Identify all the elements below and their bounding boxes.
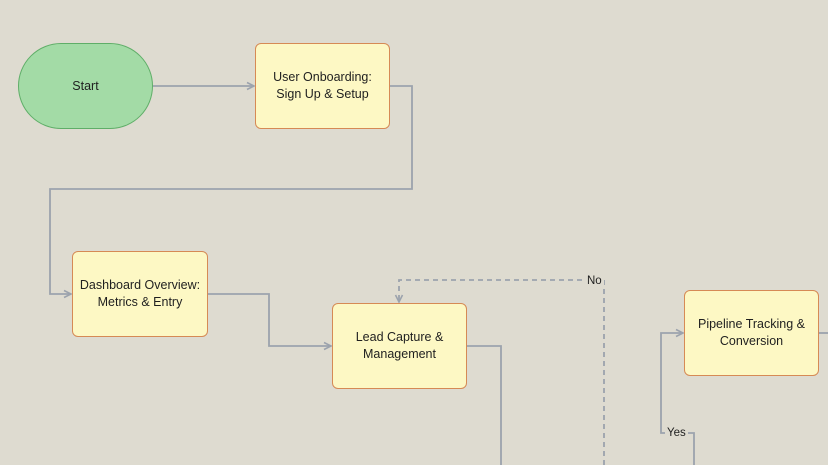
node-start[interactable]: Start [18,43,153,129]
edge-label-yes: Yes [665,426,688,440]
node-lead-capture[interactable]: Lead Capture & Management [332,303,467,389]
edge-onboarding-to-dashboard [49,85,413,299]
edge-dashboard-to-lead [208,293,333,351]
node-pipeline-tracking[interactable]: Pipeline Tracking & Conversion [684,290,819,376]
node-user-onboarding[interactable]: User Onboarding: Sign Up & Setup [255,43,390,129]
node-dashboard-overview[interactable]: Dashboard Overview: Metrics & Entry [72,251,208,337]
edge-no-loop [394,279,605,465]
edge-yes-to-pipeline [660,328,695,465]
edge-label-no: No [585,274,604,288]
edge-lead-outgoing [467,345,502,465]
